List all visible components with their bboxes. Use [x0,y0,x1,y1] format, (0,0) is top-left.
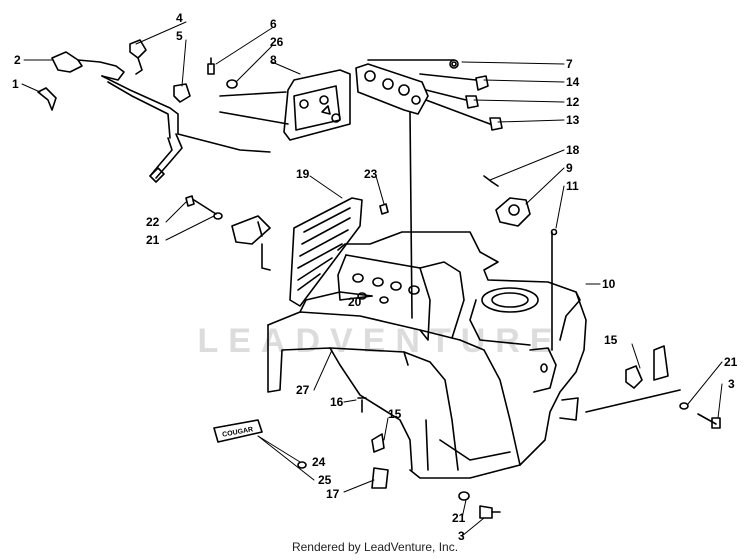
callout-3-bottom: 3 [458,529,465,540]
callout-5: 5 [176,29,183,43]
callout-1: 1 [12,77,19,91]
throttle-cable-assembly [37,39,271,183]
callout-21-right: 21 [724,355,738,369]
callout-27: 27 [296,383,310,397]
fuel-gauge-bracket [483,175,558,351]
callout-15-right: 15 [604,333,618,347]
callout-24: 24 [312,455,326,469]
lower-bracket [357,397,501,519]
gauge-bezel [219,69,351,141]
callout-6: 6 [270,17,277,31]
callout-2: 2 [14,53,21,67]
callout-18: 18 [566,143,580,157]
callout-23: 23 [364,167,378,181]
clip-23 [379,203,389,215]
callout-3-right: 3 [728,377,735,391]
callout-10: 10 [602,277,616,291]
callout-labels: 2 1 4 5 6 26 8 7 14 12 13 18 9 11 23 19 … [12,11,738,543]
callout-15-lower: 15 [388,407,402,421]
callout-16: 16 [330,395,344,409]
fasteners-top [207,57,238,89]
callout-9: 9 [566,161,573,175]
callout-12: 12 [566,95,580,109]
vent-grille [289,197,363,307]
watermark-text: LEADVENTURE [197,322,562,360]
console-housing [267,231,587,479]
callout-14: 14 [566,75,580,89]
callout-20: 20 [348,295,362,309]
footer-credit: Rendered by LeadVenture, Inc. [291,540,459,554]
diagram-canvas: LEADVENTURE [12,11,738,543]
callout-11: 11 [566,179,579,193]
callout-8: 8 [270,53,277,67]
gauge-mounting-plate [355,59,503,319]
callout-4: 4 [176,11,183,25]
leader-lines [21,21,723,537]
emblem-plate [213,419,307,469]
callout-21-bottom: 21 [452,511,466,525]
callout-17: 17 [326,487,340,501]
callout-26: 26 [270,35,284,49]
callout-7: 7 [566,57,573,71]
callout-19: 19 [296,167,310,181]
callout-22: 22 [146,215,160,229]
callout-25: 25 [318,473,332,487]
callout-13: 13 [566,113,580,127]
right-side-bracket [585,345,721,429]
callout-21-left: 21 [146,233,160,247]
left-side-bracket [185,195,271,271]
